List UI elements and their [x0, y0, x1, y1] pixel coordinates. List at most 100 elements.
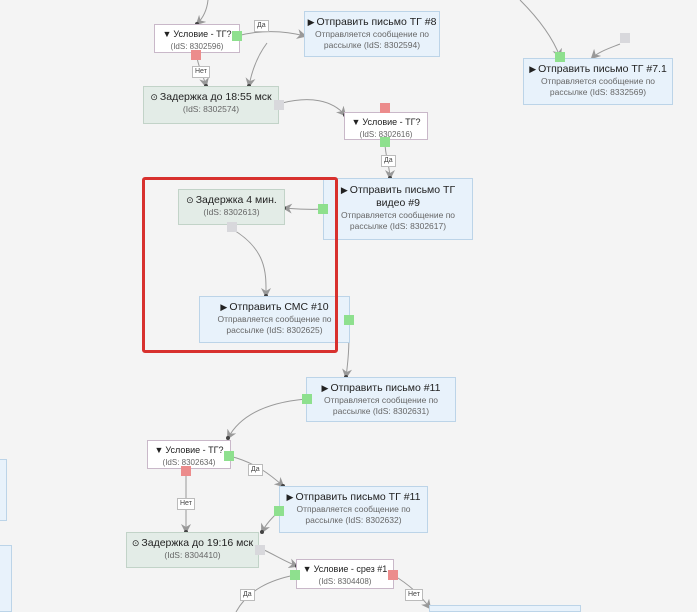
send-email-node[interactable]: ▶Отправить письмо #11 Отправляется сообщ… — [306, 377, 456, 422]
node-subtitle: Отправляется сообщение по — [296, 504, 411, 514]
node-ids: (IdS: 8304410) — [164, 550, 221, 560]
selection-highlight — [142, 177, 338, 353]
play-icon: ▶ — [307, 17, 315, 27]
edge-topright-to-tg71 — [519, 0, 562, 59]
out-port[interactable] — [274, 100, 284, 110]
node-title-line2: видео #9 — [376, 197, 420, 209]
play-icon: ▶ — [321, 383, 329, 393]
clock-icon: ⊙ — [186, 195, 194, 205]
node-title-text: Отправить письмо ТГ #11 — [295, 491, 421, 503]
node-ids: рассылке (IdS: 8302625) — [226, 325, 323, 335]
edge-label-yes: Да — [240, 589, 255, 601]
connector-dot — [226, 436, 230, 440]
send-sms-node[interactable]: ▶Отправить СМС #10 Отправляется сообщени… — [199, 296, 350, 343]
send-email-node[interactable]: ▶Отправить письмо ТГ #11 Отправляется со… — [279, 486, 428, 533]
edge-tg8-to-delay1855 — [245, 42, 268, 88]
out-port[interactable] — [620, 33, 630, 43]
edge-label-no: Нет — [192, 66, 210, 78]
edge-stub-to-tg71 — [590, 43, 621, 60]
out-port[interactable] — [344, 315, 354, 325]
partial-node[interactable] — [0, 459, 7, 521]
no-port[interactable] — [388, 570, 398, 580]
node-ids: (IdS: 8302616) — [359, 130, 413, 139]
condition-node[interactable]: ▼Условие - ТГ? (IdS: 8302616) — [344, 112, 428, 140]
node-title: ▼Условие - ТГ? — [148, 444, 230, 457]
node-ids: рассылке (IdS: 8302594) — [323, 40, 421, 50]
delay-node[interactable]: ⊙Задержка 4 мин. (IdS: 8302613) — [178, 189, 285, 225]
filter-icon: ▼ — [302, 564, 312, 574]
in-port[interactable] — [555, 52, 565, 62]
node-title: ▶Отправить письмо ТГ #7.1 — [524, 63, 672, 76]
node-title-text: Отправить письмо ТГ #8 — [316, 16, 437, 28]
filter-icon: ▼ — [351, 117, 361, 127]
node-title: ▶Отправить письмо #11 — [307, 382, 455, 395]
edge-cond596-yes — [236, 29, 307, 39]
delay-node[interactable]: ⊙Задержка до 18:55 мск (IdS: 8302574) — [143, 86, 279, 124]
play-icon: ▶ — [286, 492, 294, 502]
edge-top-in — [195, 0, 209, 26]
node-title: ▶Отправить письмо ТГ #11 — [280, 491, 427, 504]
out-port[interactable] — [255, 545, 265, 555]
node-subtitle: Отправляется сообщение по — [323, 395, 439, 405]
edge-send11-to-cond634 — [227, 398, 307, 440]
node-title: ⊙Задержка до 18:55 мск — [144, 91, 278, 104]
node-ids: рассылке (IdS: 8332569) — [549, 87, 647, 97]
node-title: ▼Условие - ТГ? — [155, 28, 239, 41]
condition-node[interactable]: ▼Условие - ТГ? (IdS: 8302634) — [147, 440, 231, 469]
node-subtitle: Отправляется сообщение по — [340, 210, 456, 220]
partial-node[interactable] — [429, 605, 581, 612]
clock-icon: ⊙ — [131, 538, 140, 548]
partial-node[interactable] — [0, 545, 12, 612]
condition-node[interactable]: ▼Условие - ТГ? (IdS: 8302596) — [154, 24, 240, 53]
node-title-text: Задержка до 19:16 мск — [141, 537, 254, 549]
node-title-text: Отправить письмо ТГ #7.1 — [538, 63, 667, 75]
send-email-node[interactable]: ▶Отправить письмо ТГ #8 Отправляется соо… — [304, 11, 440, 57]
yes-port[interactable] — [232, 31, 242, 41]
send-email-node[interactable]: ▶Отправить письмо ТГ видео #9 Отправляет… — [323, 178, 473, 240]
node-ids: (IdS: 8302613) — [203, 207, 260, 217]
node-ids: (IdS: 8302574) — [182, 104, 240, 114]
no-port[interactable] — [380, 103, 390, 113]
send-email-node[interactable]: ▶Отправить письмо ТГ #7.1 Отправляется с… — [523, 58, 673, 105]
node-title: ▼Условие - срез #1 — [297, 563, 393, 576]
node-title-text: Условие - ТГ? — [165, 445, 224, 455]
play-icon: ▶ — [220, 302, 228, 312]
node-title-text: Задержка 4 мин. — [195, 194, 277, 206]
yes-port[interactable] — [290, 570, 300, 580]
node-ids: рассылке (IdS: 8302617) — [349, 221, 447, 231]
edge-label-no: Нет — [177, 498, 195, 510]
node-title-text: Условие - срез #1 — [313, 564, 388, 574]
filter-icon: ▼ — [162, 29, 172, 39]
no-port[interactable] — [181, 466, 191, 476]
node-ids: рассылке (IdS: 8302632) — [305, 515, 402, 525]
node-title: ▶Отправить письмо ТГ — [324, 184, 472, 197]
in-port[interactable] — [318, 204, 328, 214]
node-title: ▶Отправить письмо ТГ #8 — [305, 16, 439, 29]
out-port[interactable] — [227, 222, 237, 232]
yes-port[interactable] — [380, 137, 390, 147]
edge-delay4-to-sms10 — [231, 228, 272, 298]
out-port[interactable] — [274, 506, 284, 516]
out-port[interactable] — [302, 394, 312, 404]
filter-icon: ▼ — [154, 445, 164, 455]
node-ids: рассылке (IdS: 8302631) — [332, 406, 430, 416]
node-title: ⊙Задержка 4 мин. — [179, 194, 284, 207]
play-icon: ▶ — [340, 185, 348, 195]
node-title-text: Условие - ТГ? — [362, 117, 421, 127]
edge-delay1916-to-srez — [261, 548, 299, 568]
play-icon: ▶ — [529, 64, 537, 74]
node-subtitle: Отправляется сообщение по — [314, 29, 430, 39]
node-subtitle: Отправляется сообщение по — [540, 76, 656, 86]
delay-node[interactable]: ⊙Задержка до 19:16 мск (IdS: 8304410) — [126, 532, 259, 568]
node-title-text: Условие - ТГ? — [173, 29, 232, 39]
edge-label-no: Нет — [405, 589, 423, 601]
node-title: ▶Отправить СМС #10 — [200, 301, 349, 314]
yes-port[interactable] — [224, 451, 234, 461]
node-title-text: Отправить письмо #11 — [330, 382, 441, 394]
condition-node[interactable]: ▼Условие - срез #1 (IdS: 8304408) — [296, 559, 394, 589]
no-port[interactable] — [191, 50, 201, 60]
edge-label-yes: Да — [381, 155, 396, 167]
node-title: ▼Условие - ТГ? — [345, 116, 427, 129]
node-ids: (IdS: 8302634) — [162, 458, 216, 467]
